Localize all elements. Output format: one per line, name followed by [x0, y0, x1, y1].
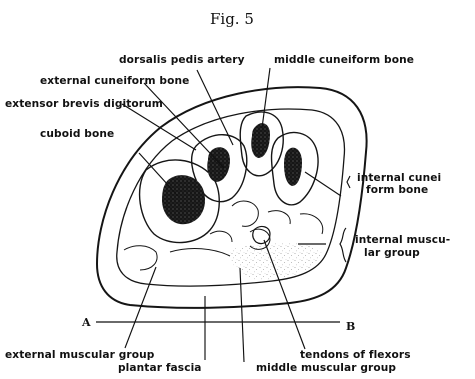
- label-cuboid-bone: cuboid bone: [40, 128, 114, 140]
- muscle-shading: [230, 243, 322, 280]
- cuboid-bone-core: [162, 175, 205, 224]
- label-internal-cuneiform-2: form bone: [366, 184, 428, 196]
- label-extensor-brevis-digitorum: extensor brevis digitorum: [5, 98, 163, 110]
- labels: dorsalis pedis artery middle cuneiform b…: [5, 54, 450, 374]
- label-dorsalis-pedis-artery: dorsalis pedis artery: [119, 54, 245, 66]
- section-label-a: A: [81, 316, 91, 329]
- label-external-cuneiform-bone: external cuneiform bone: [40, 75, 189, 87]
- label-internal-muscular-2: lar group: [364, 247, 420, 259]
- middle-cuneiform-core: [251, 123, 270, 158]
- section-label-b: B: [346, 320, 355, 333]
- label-internal-muscular-1: internal muscu-: [355, 234, 450, 246]
- label-external-muscular-group: external muscular group: [5, 349, 155, 361]
- label-tendons-of-flexors: tendons of flexors: [300, 349, 411, 361]
- figure-title: Fig. 5: [210, 10, 254, 28]
- brace-internal-cuneiform: [347, 176, 350, 188]
- brace-internal-muscular: [340, 228, 346, 262]
- foot-cross-section: [97, 87, 367, 308]
- internal-cuneiform-core: [284, 148, 302, 186]
- label-internal-cuneiform-1: internal cunei: [357, 172, 441, 184]
- external-cuneiform-core: [207, 147, 230, 182]
- label-middle-cuneiform-bone: middle cuneiform bone: [274, 54, 414, 66]
- label-plantar-fascia: plantar fascia: [118, 362, 202, 374]
- label-middle-muscular-group: middle muscular group: [256, 362, 396, 374]
